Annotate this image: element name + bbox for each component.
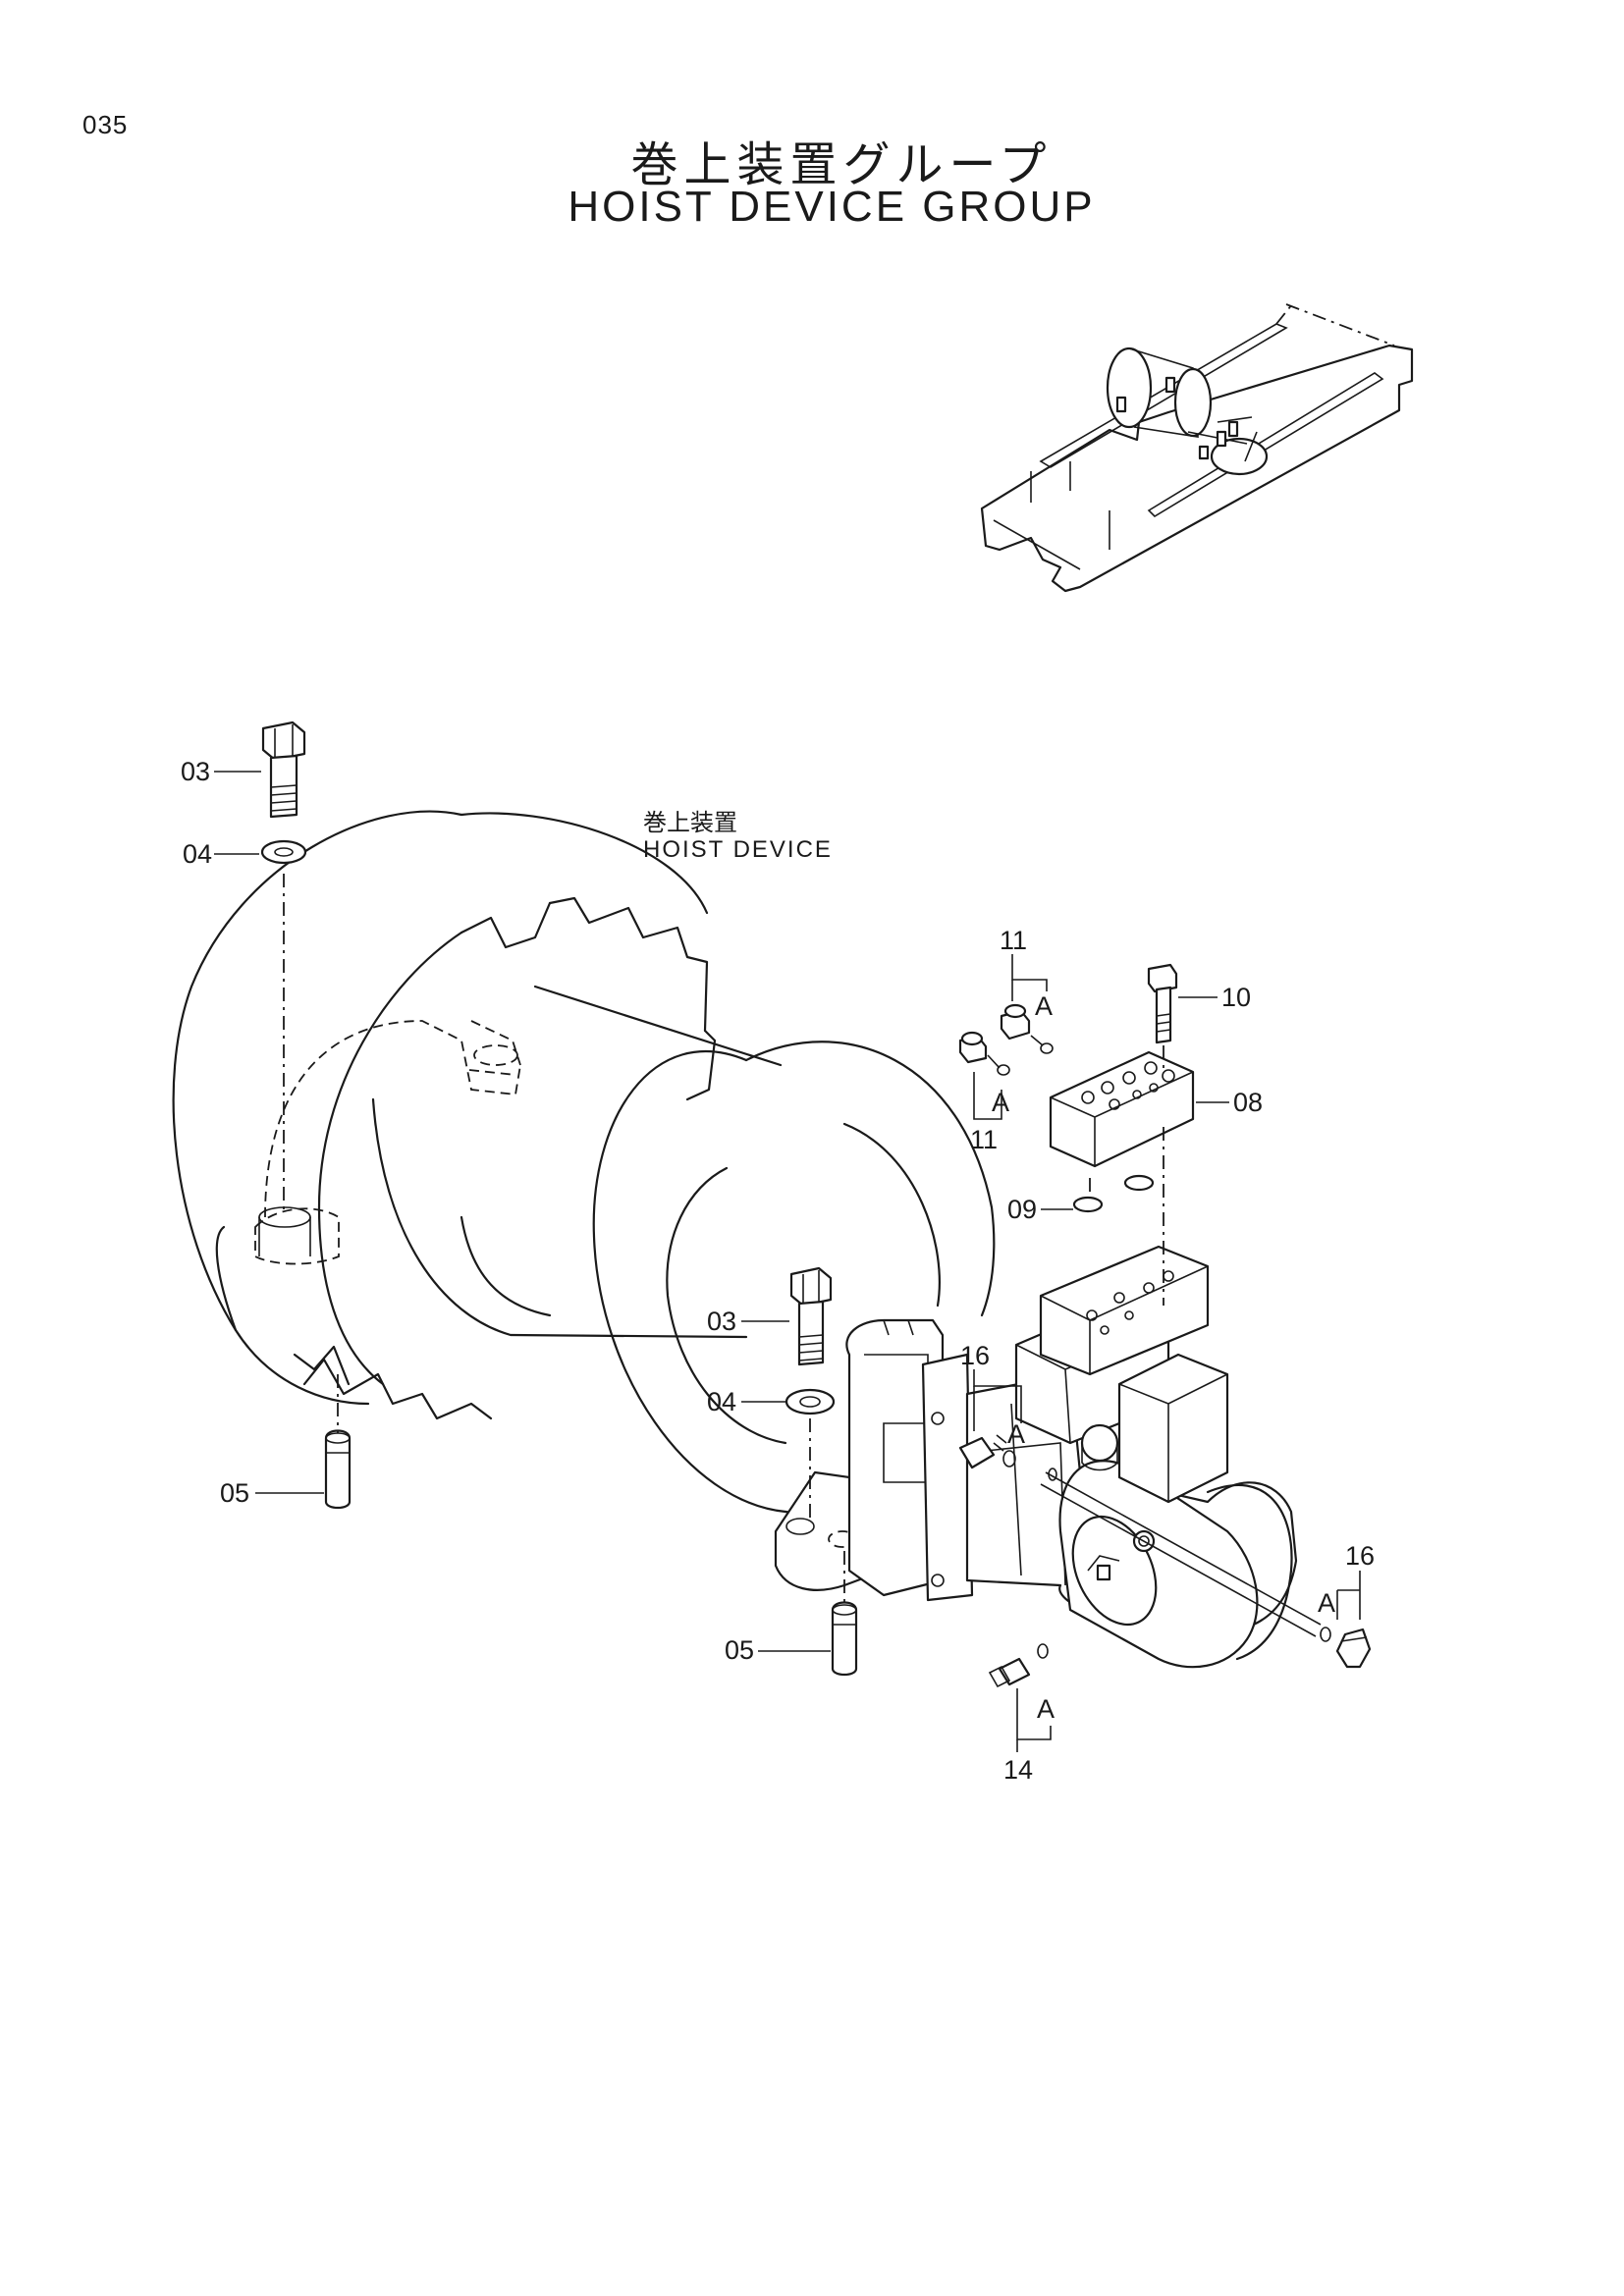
callout-leaders xyxy=(214,771,1361,1752)
washer-04-top xyxy=(260,839,307,865)
hoist-drum xyxy=(172,810,996,1516)
callout-09: 09 xyxy=(1007,1195,1038,1224)
hoist-motor xyxy=(774,1245,1322,1669)
callout-16-right: 16 xyxy=(1345,1541,1376,1571)
fitting-14 xyxy=(988,1643,1049,1688)
reference-a-3: A xyxy=(1007,1419,1026,1449)
callout-05-left: 05 xyxy=(220,1478,250,1508)
callout-05-mid: 05 xyxy=(725,1635,755,1665)
callout-11-top: 11 xyxy=(1000,926,1028,955)
callout-08: 08 xyxy=(1233,1088,1264,1117)
assembly-label-japanese: 巻上装置 xyxy=(643,809,737,836)
callout-04-top: 04 xyxy=(183,839,213,869)
callout-03-top: 03 xyxy=(181,757,211,786)
leader-plug-upper xyxy=(1030,1035,1044,1046)
callout-03-mid: 03 xyxy=(707,1307,737,1336)
callout-04-mid: 04 xyxy=(707,1387,737,1416)
washer-04-mid xyxy=(785,1388,836,1415)
page-title-english: HOIST DEVICE GROUP xyxy=(568,183,1096,231)
fitting-16-right xyxy=(1320,1627,1372,1669)
page-number: 035 xyxy=(82,110,129,139)
valve-block-08 xyxy=(1049,1050,1195,1168)
location-inset-frame xyxy=(980,303,1414,593)
reference-a-1: A xyxy=(1035,991,1054,1021)
callout-14: 14 xyxy=(1003,1755,1034,1785)
o-ring-09 xyxy=(1072,1174,1155,1213)
plug-11-lower xyxy=(958,1031,1010,1076)
pin-05-mid xyxy=(831,1601,858,1677)
reference-a-5: A xyxy=(1037,1694,1056,1724)
reference-a-2: A xyxy=(992,1088,1010,1117)
bolt-03-top xyxy=(261,721,306,819)
callout-10: 10 xyxy=(1221,983,1252,1012)
callout-16-left: 16 xyxy=(960,1341,991,1370)
leader-plug-lower xyxy=(987,1054,1001,1069)
assembly-label-english: HOIST DEVICE xyxy=(643,836,833,863)
bolt-10 xyxy=(1147,963,1178,1044)
reference-a-4: A xyxy=(1318,1588,1336,1618)
page-title-japanese: 巻上装置グループ xyxy=(630,137,1053,192)
pin-05-left xyxy=(324,1429,352,1510)
plug-11-upper xyxy=(1000,1003,1054,1054)
bolt-03-mid xyxy=(789,1266,833,1366)
callout-11-low: 11 xyxy=(970,1125,999,1154)
